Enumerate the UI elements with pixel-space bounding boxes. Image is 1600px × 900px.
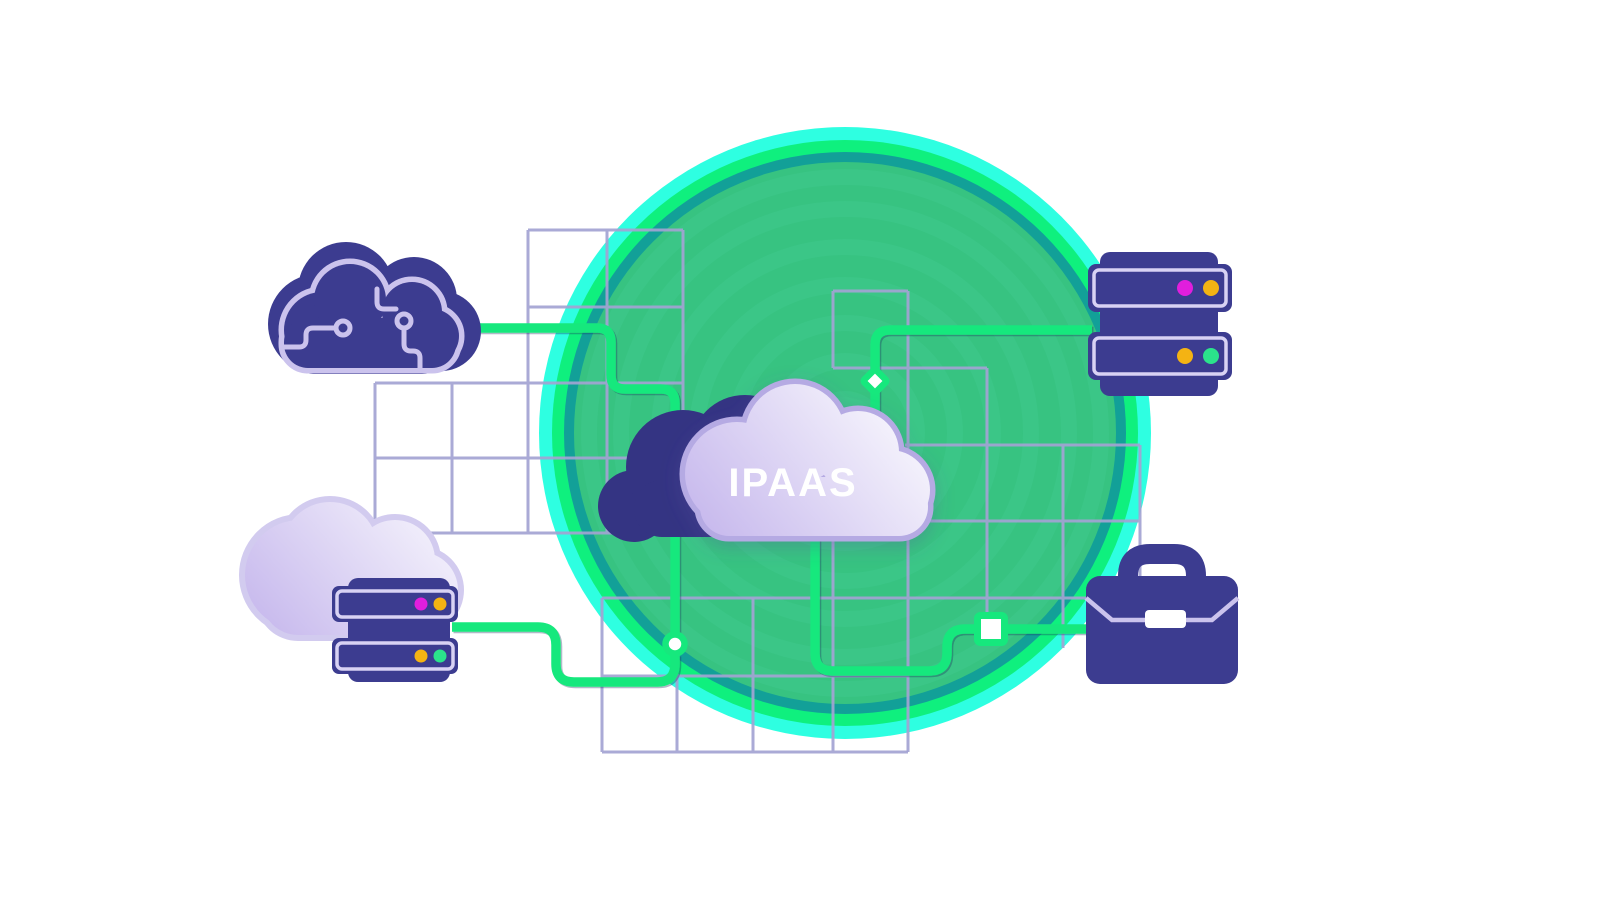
circuit-node-icon bbox=[333, 318, 353, 338]
status-dot-magenta bbox=[1177, 280, 1193, 296]
small-server-stack bbox=[332, 578, 458, 682]
briefcase-handle bbox=[1118, 544, 1206, 600]
briefcase-icon bbox=[1084, 544, 1240, 684]
server-stack-icon bbox=[1088, 252, 1232, 396]
cloud-server-icon bbox=[239, 496, 464, 682]
connector-path-cloud-server bbox=[452, 622, 680, 687]
circuit-cloud-icon bbox=[268, 242, 481, 374]
node-square bbox=[974, 612, 1008, 646]
ipaas-label: IPAAS bbox=[728, 461, 857, 505]
status-dot-green bbox=[1203, 348, 1219, 364]
node-circle bbox=[662, 631, 688, 657]
status-dot-yellow bbox=[1203, 280, 1219, 296]
ipaas-front-cloud bbox=[679, 378, 936, 542]
node-diamond bbox=[860, 366, 890, 396]
circuit-node-icon bbox=[394, 311, 414, 331]
briefcase-body bbox=[1086, 576, 1238, 684]
connector-path-briefcase bbox=[810, 520, 1092, 676]
circuit-traces bbox=[279, 286, 423, 374]
status-dot-yellow bbox=[433, 597, 447, 611]
briefcase-clasp bbox=[1145, 610, 1186, 628]
status-dot-magenta bbox=[414, 597, 428, 611]
connector-path-circuit-cloud bbox=[468, 323, 680, 632]
ipaas-cloud-icon: IPAAS bbox=[598, 378, 936, 542]
connector-path-server-stack bbox=[870, 325, 1092, 434]
connector-lines bbox=[452, 323, 1092, 687]
status-dot-yellow bbox=[414, 649, 428, 663]
connector-nodes bbox=[662, 366, 1008, 657]
status-dot-yellow bbox=[1177, 348, 1193, 364]
grid-upper-left bbox=[373, 228, 685, 535]
status-dot-green bbox=[433, 649, 447, 663]
